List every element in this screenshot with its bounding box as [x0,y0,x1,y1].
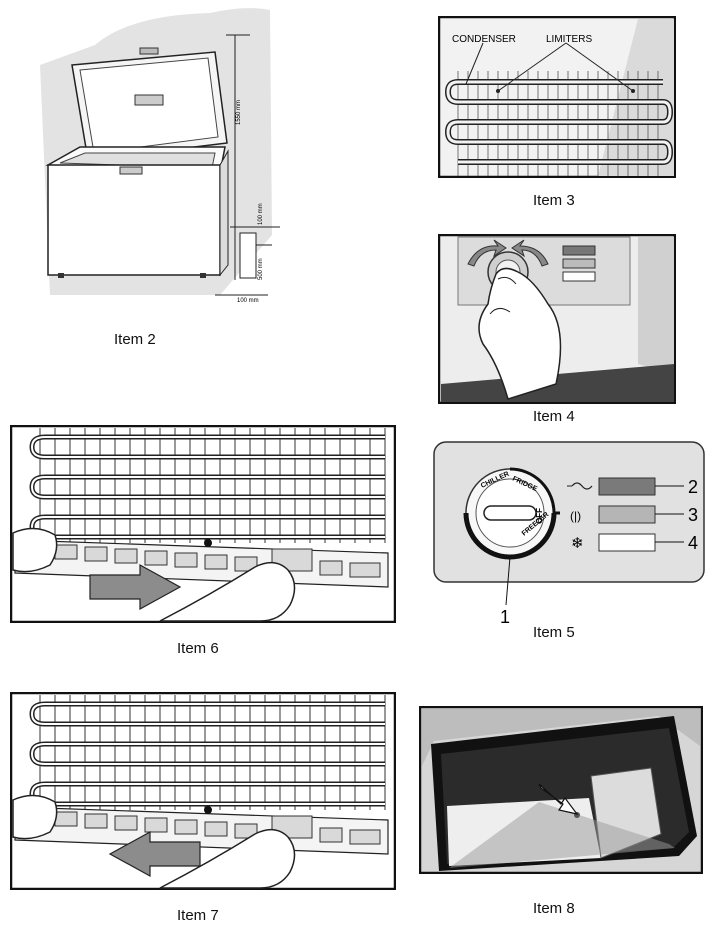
limiter-pointer-right [565,42,634,92]
callout-line-1 [505,556,511,606]
freezer-drain-drawing [418,705,704,875]
arrow-left-icon [108,830,201,878]
item6-grid-wires [39,428,386,543]
indicator-2 [562,258,596,269]
hand-turning-knob [478,267,562,400]
knob-turning-drawing [437,233,677,405]
condenser-pointer [465,42,484,85]
front-lock [119,166,143,175]
item3-shade [598,19,674,176]
rotate-arrow-left [467,239,507,267]
limiter-dot-right [631,89,635,93]
limiters-label: LIMITERS [546,34,592,45]
control-panel-drawing: CHILLER FRIDGE OFF FREEZER (|) ❄ 2 3 4 1 [433,441,705,627]
floor-shadow [449,802,675,868]
item4-caption: Item 4 [533,408,575,425]
tray-cells [54,811,381,845]
limiter-dot-left [496,89,500,93]
slide-tray-right-drawing [9,424,397,624]
right-hand [159,828,296,889]
thumb-line [497,276,517,285]
callout-4-text: 4 [688,533,698,553]
item5-caption: Item 5 [533,624,575,641]
indicator-light-2 [598,477,656,496]
item3-illustration: CONDENSER LIMITERS [437,15,677,179]
indicator-light-3 [598,505,656,524]
dim-bottom-text: 100 mm [237,298,259,304]
lid-hinge [139,47,159,55]
dial-arc-upper [509,467,556,514]
dim-height-text: 1550 mm [236,100,242,125]
dial-off-text: OFF [535,508,544,524]
item8-caption: Item 8 [533,900,575,917]
callout-1-text: 1 [500,607,510,625]
indicator-light-4 [598,533,656,552]
freezer-dimension-drawing: 1550 mm 100 mm 500 mm 100 mm [40,8,280,304]
callout-3-text: 3 [688,505,698,525]
control-panel [457,236,631,306]
pointer-arrow-icon [538,783,579,815]
left-hand [12,527,58,573]
indicator-3 [562,271,596,282]
item2-caption: Item 2 [114,331,156,348]
item2-illustration: 1550 mm 100 mm 500 mm 100 mm [40,5,285,305]
item4-floor [441,364,674,402]
right-hand [159,561,296,622]
item7-illustration [9,691,397,891]
item4-illustration [437,233,677,405]
item4-shade [638,237,674,374]
limiter-pointer-left [497,42,567,92]
rotate-arrow-right [511,239,549,267]
indicator-1 [562,245,596,256]
alarm-icon: (|) [570,509,581,523]
power-wave-icon [571,482,593,490]
foot-right [200,273,206,278]
condenser-coil-inner [446,80,672,164]
item5-illustration: CHILLER FRIDGE OFF FREEZER (|) ❄ 2 3 4 1 [432,440,710,627]
item7-grid-wires [39,695,386,810]
item3-caption: Item 3 [533,192,575,209]
cabinet-top-edge [422,709,700,766]
snowflake-icon: ❄ [571,535,584,552]
arrow-right-icon [89,563,182,611]
dial-grip [483,505,537,521]
item8-illustration [418,705,704,875]
slide-tray-left-drawing [9,691,397,891]
tray-pin [204,806,212,814]
lid-handle [134,94,164,106]
item6-caption: Item 6 [177,640,219,657]
tray-pin [204,539,212,547]
dim-top-text: 100 mm [258,203,264,225]
callout-2-text: 2 [688,477,698,497]
tray-cells [54,544,381,578]
condenser-label: CONDENSER [452,34,516,45]
vent-box [239,232,257,279]
foot-left [58,273,64,278]
item6-illustration [9,424,397,624]
freezer-body-side [219,149,229,277]
freezer-body-front [47,164,221,276]
dim-side-text: 500 mm [258,258,264,280]
left-hand [12,794,58,840]
item7-caption: Item 7 [177,907,219,924]
condenser-drawing: CONDENSER LIMITERS [437,15,677,179]
finger-line [489,308,511,315]
